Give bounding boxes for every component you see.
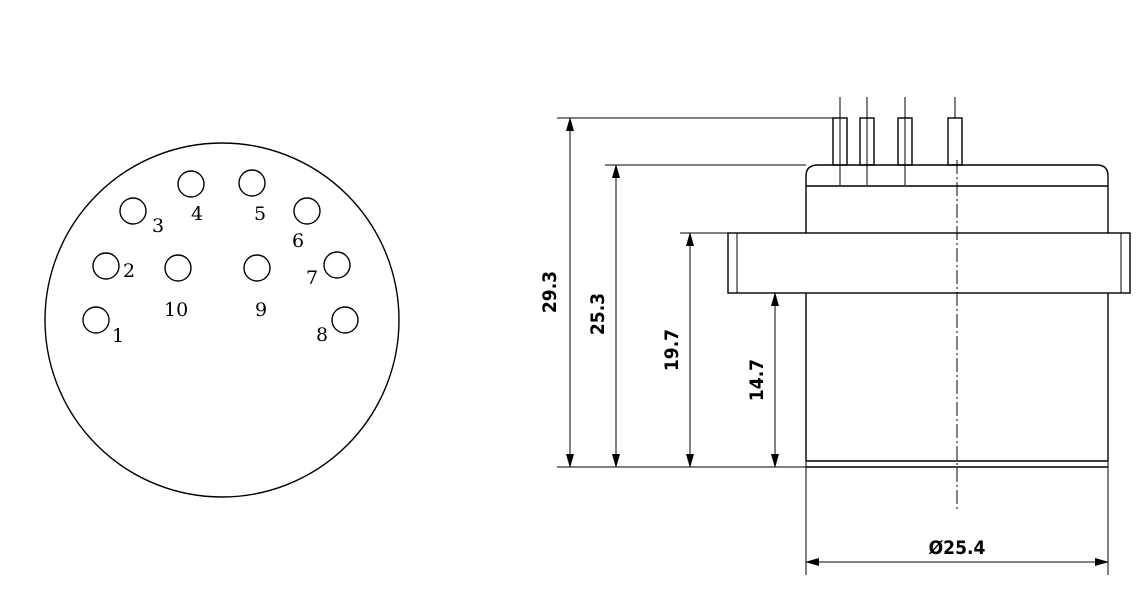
pin-7-hole: [323, 251, 351, 279]
pin-4-label: 4: [191, 203, 203, 225]
dimensions: 29.3 25.3 19.7 14.7 Ø25.4: [539, 117, 1109, 575]
pin-3-hole: [119, 197, 147, 225]
pin-9-hole: [243, 254, 271, 282]
dim-flange-top-label: 19.7: [661, 329, 683, 371]
pin-5-hole: [238, 169, 266, 197]
dim-body-height-label: 25.3: [587, 293, 609, 335]
terminal-pins: [832, 97, 963, 185]
pin-4-hole: [177, 170, 205, 198]
pin-9-label: 9: [255, 299, 267, 321]
pin-8-hole: [331, 306, 359, 334]
pin-2-hole: [92, 252, 120, 280]
pin-5-label: 5: [254, 203, 266, 225]
pin-10-label: 10: [164, 299, 188, 321]
pin-3-label: 3: [152, 215, 164, 237]
pin-6-label: 6: [292, 230, 304, 252]
pin-2-label: 2: [123, 260, 135, 282]
flange: [727, 232, 1131, 294]
sensor-base-outline: [44, 142, 400, 498]
pin-10-hole: [164, 254, 192, 282]
pin-1-hole: [82, 306, 110, 334]
pin-8-label: 8: [316, 324, 328, 346]
pin-6-hole: [293, 197, 321, 225]
side-view: [727, 97, 1131, 510]
dim-diameter-label: Ø25.4: [929, 537, 986, 559]
dim-flange-bottom-label: 14.7: [746, 359, 768, 401]
dim-overall-height-label: 29.3: [539, 271, 561, 313]
pin-7-label: 7: [306, 267, 318, 289]
pin-1-label: 1: [112, 325, 124, 347]
pin-layout-view: 1 2 3 4 5 6 7 8 9 10: [44, 142, 400, 498]
